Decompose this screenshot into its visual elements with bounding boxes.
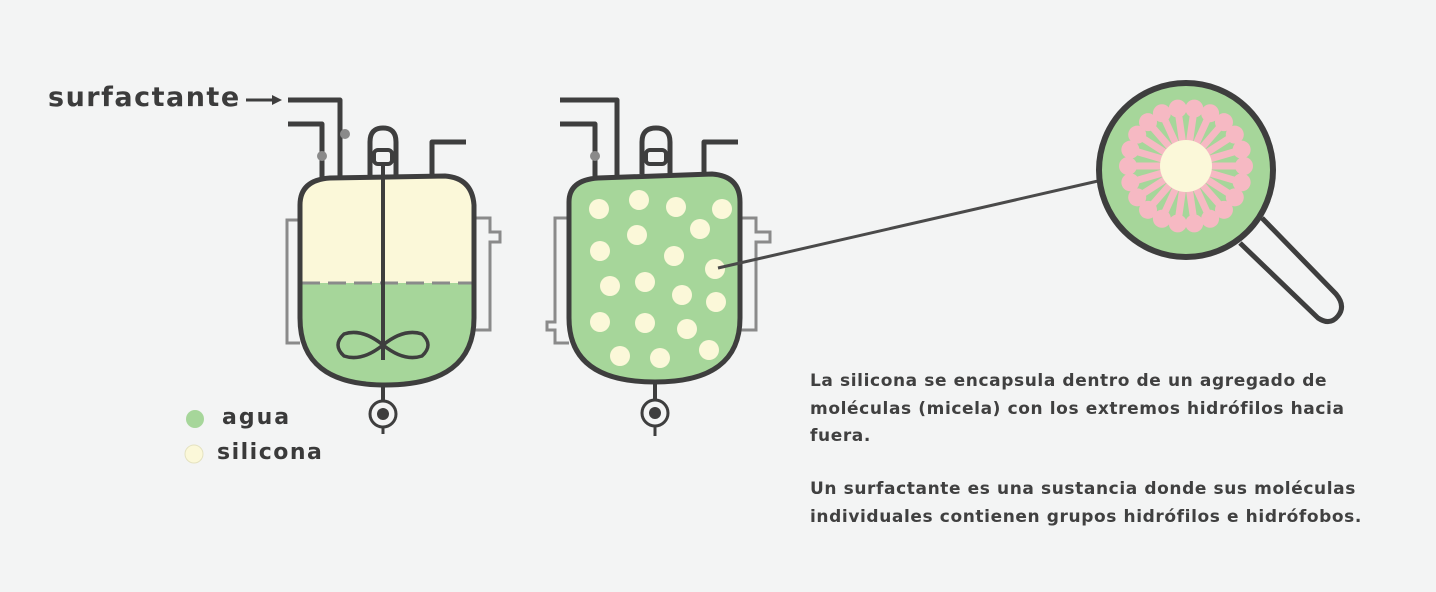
hydrophilic-head [1185,214,1204,233]
legend-silicona-swatch [184,444,204,464]
hydrophilic-head [1201,104,1220,123]
micelle-magnifier [1096,80,1344,324]
hydrophilic-head [1119,157,1137,175]
hydrophilic-head [1185,99,1204,118]
surfactant-inlet-pipe [288,97,343,180]
hydrophilic-head [1225,125,1244,144]
hydrophilic-head [1201,209,1220,228]
hydrophilic-head [1121,140,1140,159]
legend-agua-swatch [186,410,204,428]
inlet-valve-icon [340,129,350,139]
valve-icon [590,151,600,161]
micelle-icon [1119,99,1253,233]
hydrophilic-head [1128,188,1147,207]
tank-separated [246,95,502,434]
tank1-pipe-2 [288,121,325,180]
hydrophilic-head [1214,113,1233,132]
hydrophilic-head [1168,99,1187,118]
silicone-phase [300,176,474,283]
hydrophilic-head [1232,140,1251,159]
tank1-vessel [297,173,477,388]
silicone-droplets [589,190,732,368]
tank2-pipe-2 [560,121,598,176]
tank2-jacket-left [545,216,569,345]
hydrophilic-head [1235,157,1253,175]
surfactant-arrow-icon [246,95,282,105]
hydrophilic-head [1128,125,1147,144]
valve-icon [317,151,327,161]
water-phase [300,283,474,385]
surfactant-definition: Un surfactante es una sustancia donde su… [810,479,1362,527]
hydrophilic-head [1139,113,1158,132]
tank-emulsion [545,97,772,436]
hydrophilic-head [1168,214,1187,233]
tank2-jacket-right [740,216,772,332]
legend-silicona-label: silicona [217,440,324,465]
surfactant-label: surfactante [48,82,241,113]
tank2-outlet-pipe [701,139,738,178]
magnifier-handle [1238,216,1344,324]
agitator-impeller-icon [336,330,430,360]
micelle-description: La silicona se encapsula dentro de un ag… [810,371,1345,446]
tank1-jacket-left [285,218,300,345]
tank1-outlet-pipe [429,139,466,182]
tank2-motor [639,125,673,174]
hydrophilic-head [1152,209,1171,228]
hydrophilic-head [1152,104,1171,123]
tank1-jacket-right [474,216,502,332]
tank1-motor [367,125,399,178]
hydrophilic-head [1232,173,1251,192]
hydrophilic-head [1214,200,1233,219]
silicone-core [1160,140,1212,192]
legend-agua-label: agua [222,405,292,430]
tank2-inlet-pipe [560,97,620,176]
hydrophilic-head [1139,200,1158,219]
hydrophilic-head [1225,188,1244,207]
hydrophilic-head [1121,173,1140,192]
zoom-callout-line [717,179,1099,270]
